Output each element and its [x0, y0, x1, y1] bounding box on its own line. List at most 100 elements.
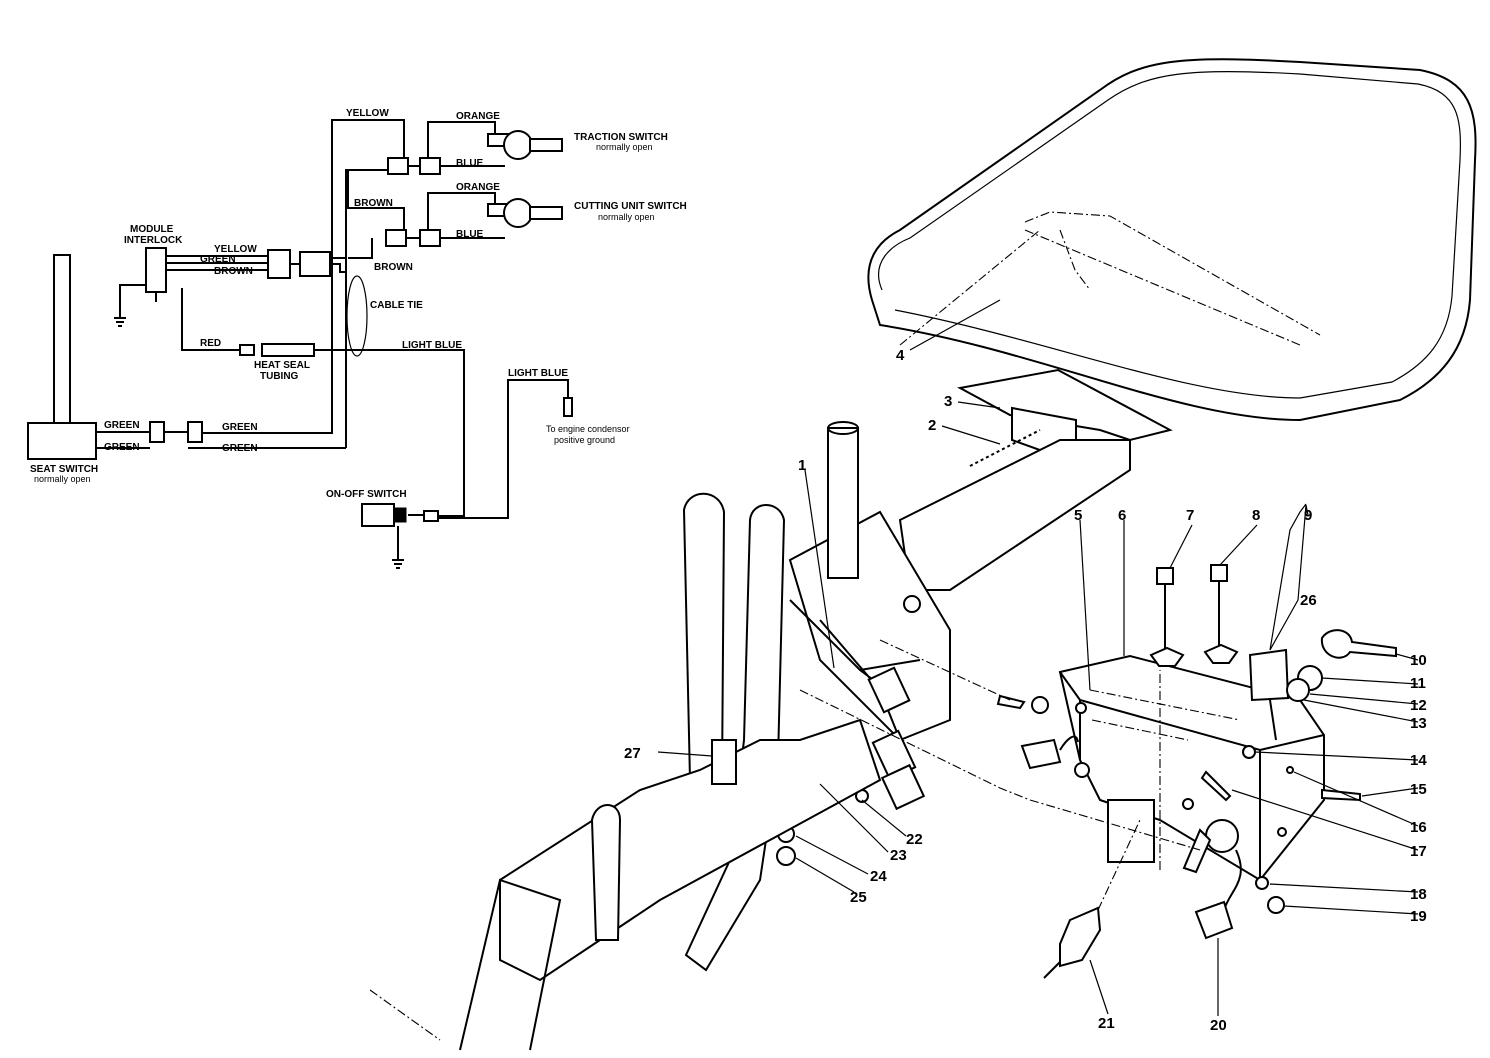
- label-orange-1: ORANGE: [456, 111, 500, 122]
- cutting-connector-left: [385, 229, 407, 247]
- label-traction-switch: TRACTION SWITCH: [574, 132, 668, 143]
- label-interlock: INTERLOCK: [124, 235, 183, 246]
- cutting-switch-plunger: [529, 206, 563, 220]
- module-connector: [267, 249, 291, 279]
- callout-11: 11: [1410, 675, 1426, 692]
- label-light-blue-2: LIGHT BLUE: [508, 368, 568, 379]
- callout-19: 19: [1410, 908, 1427, 925]
- cutting-connector-right: [419, 229, 441, 247]
- callout-8: 8: [1252, 507, 1260, 524]
- callout-17: 17: [1410, 843, 1427, 860]
- label-green-3: GREEN: [222, 422, 258, 433]
- label-red: RED: [200, 338, 221, 349]
- traction-switch-body: [503, 130, 533, 160]
- label-yellow-top: YELLOW: [346, 108, 389, 119]
- lever-left: [682, 492, 726, 781]
- heat-seal-tubing: [261, 343, 315, 357]
- callout-2: 2: [928, 417, 936, 434]
- callout-25: 25: [850, 889, 867, 906]
- cable-tie: [346, 275, 368, 357]
- seat: [867, 58, 1477, 422]
- label-traction-switch-note: normally open: [596, 142, 653, 152]
- callout-26: 26: [1300, 592, 1317, 609]
- callout-23: 23: [890, 847, 907, 864]
- label-seat-switch: SEAT SWITCH: [30, 464, 98, 475]
- callout-15: 15: [1410, 781, 1427, 798]
- plug-20: [1194, 900, 1234, 940]
- callout-21: 21: [1098, 1015, 1115, 1032]
- label-blue-2: BLUE: [456, 229, 484, 240]
- steering-post: [827, 427, 859, 579]
- lever-26: [1248, 648, 1290, 702]
- cutting-switch-body: [503, 198, 533, 228]
- label-brown-top: BROWN: [354, 198, 393, 209]
- module-interlock: [145, 247, 167, 293]
- callout-13: 13: [1410, 715, 1427, 732]
- lever-right: [684, 504, 786, 972]
- label-heat-seal: HEAT SEAL: [254, 360, 310, 371]
- traction-connector-right: [419, 157, 441, 175]
- callout-12: 12: [1410, 697, 1427, 714]
- bracket-link: [590, 804, 622, 941]
- callout-1: 1: [798, 457, 806, 474]
- label-engine-note-2: positive ground: [554, 435, 615, 445]
- callout-27: 27: [624, 745, 641, 762]
- frame-tube: [898, 439, 1131, 591]
- sensor-21: [1059, 906, 1102, 968]
- spring: [969, 429, 1041, 467]
- bracket-27: [711, 739, 737, 785]
- seat-switch-body: [27, 422, 97, 460]
- callout-18: 18: [1410, 886, 1427, 903]
- leader-lines: [657, 299, 1419, 1016]
- label-light-blue-1: LIGHT BLUE: [402, 340, 462, 351]
- label-green-1: GREEN: [104, 420, 140, 431]
- callout-20: 20: [1210, 1017, 1227, 1034]
- label-green-module: GREEN: [200, 254, 236, 265]
- callout-5: 5: [1074, 507, 1082, 524]
- nut-12: [1286, 678, 1310, 702]
- seat-switch-post: [53, 254, 71, 424]
- label-module: MODULE: [130, 224, 174, 235]
- label-seat-switch-note: normally open: [34, 474, 91, 484]
- label-blue-1: BLUE: [456, 158, 484, 169]
- label-orange-2: ORANGE: [456, 182, 500, 193]
- callout-16: 16: [1410, 819, 1427, 836]
- label-engine-note-1: To engine condensor: [546, 424, 630, 434]
- red-terminal: [239, 344, 255, 356]
- seat-connector-b: [187, 421, 203, 443]
- callout-22: 22: [906, 831, 923, 848]
- key-10: [1320, 629, 1397, 659]
- callout-24: 24: [870, 868, 887, 885]
- label-green-4: GREEN: [222, 443, 258, 454]
- callout-9: 9: [1304, 507, 1312, 524]
- lower-box: [1107, 799, 1155, 863]
- label-on-off-switch: ON-OFF SWITCH: [326, 489, 407, 500]
- on-off-switch-body: [361, 503, 395, 527]
- callout-6: 6: [1118, 507, 1126, 524]
- label-yellow-module: YELLOW: [214, 244, 257, 255]
- callout-14: 14: [1410, 752, 1427, 769]
- seat-connector-a: [149, 421, 165, 443]
- callout-7: 7: [1186, 507, 1194, 524]
- label-brown-right: BROWN: [374, 262, 413, 273]
- exploded-assembly: 1 2 3 4 5 6 7 8 9 10 11 12 13 14 15 16 1…: [369, 58, 1477, 1051]
- label-brown-module: BROWN: [214, 266, 253, 277]
- wiring-schematic: YELLOW ORANGE TRACTION SWITCH normally o…: [27, 108, 687, 569]
- callout-3: 3: [944, 393, 952, 410]
- module-connector-mate: [299, 251, 331, 277]
- label-cutting-unit-switch-note: normally open: [598, 212, 655, 222]
- callout-4: 4: [896, 347, 905, 364]
- traction-connector-left: [387, 157, 409, 175]
- label-cutting-unit-switch: CUTTING UNIT SWITCH: [574, 201, 687, 212]
- label-cable-tie: CABLE TIE: [370, 300, 423, 311]
- label-green-2: GREEN: [104, 442, 140, 453]
- label-tubing: TUBING: [260, 371, 299, 382]
- ignition-switch: [1205, 819, 1239, 853]
- nut-7: [1149, 646, 1185, 667]
- on-off-terminal: [423, 510, 439, 522]
- traction-switch-plunger: [529, 138, 563, 152]
- callout-10: 10: [1410, 652, 1427, 669]
- engine-terminal: [563, 397, 573, 417]
- nut-8: [1203, 643, 1239, 664]
